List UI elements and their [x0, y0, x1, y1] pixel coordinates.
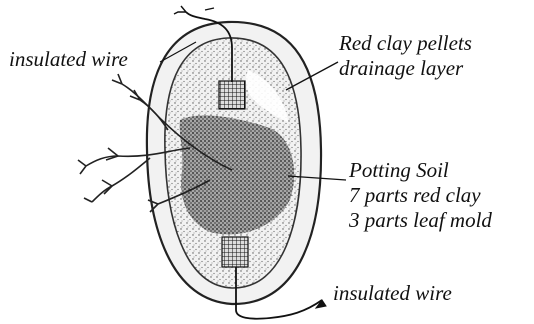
label-insulated-wire-bottom: insulated wire: [333, 281, 452, 306]
label-insulated-wire-top-text: insulated wire: [9, 47, 128, 72]
label-insulated-wire-top: insulated wire: [9, 47, 128, 72]
label-soil-line-2: 7 parts red clay: [349, 183, 492, 208]
label-soil-line-1: Potting Soil: [349, 158, 492, 183]
label-red-clay-pellets: Red clay pellets drainage layer: [339, 31, 472, 81]
bottom-electrode-block: [222, 237, 248, 267]
label-pellets-line-1: Red clay pellets: [339, 31, 472, 56]
label-potting-soil: Potting Soil 7 parts red clay 3 parts le…: [349, 158, 492, 233]
label-soil-line-3: 3 parts leaf mold: [349, 208, 492, 233]
label-pellets-line-2: drainage layer: [339, 56, 472, 81]
wire-end-tip-icon: [174, 6, 214, 14]
label-insulated-wire-bottom-text: insulated wire: [333, 281, 452, 306]
top-electrode-block: [219, 81, 245, 109]
